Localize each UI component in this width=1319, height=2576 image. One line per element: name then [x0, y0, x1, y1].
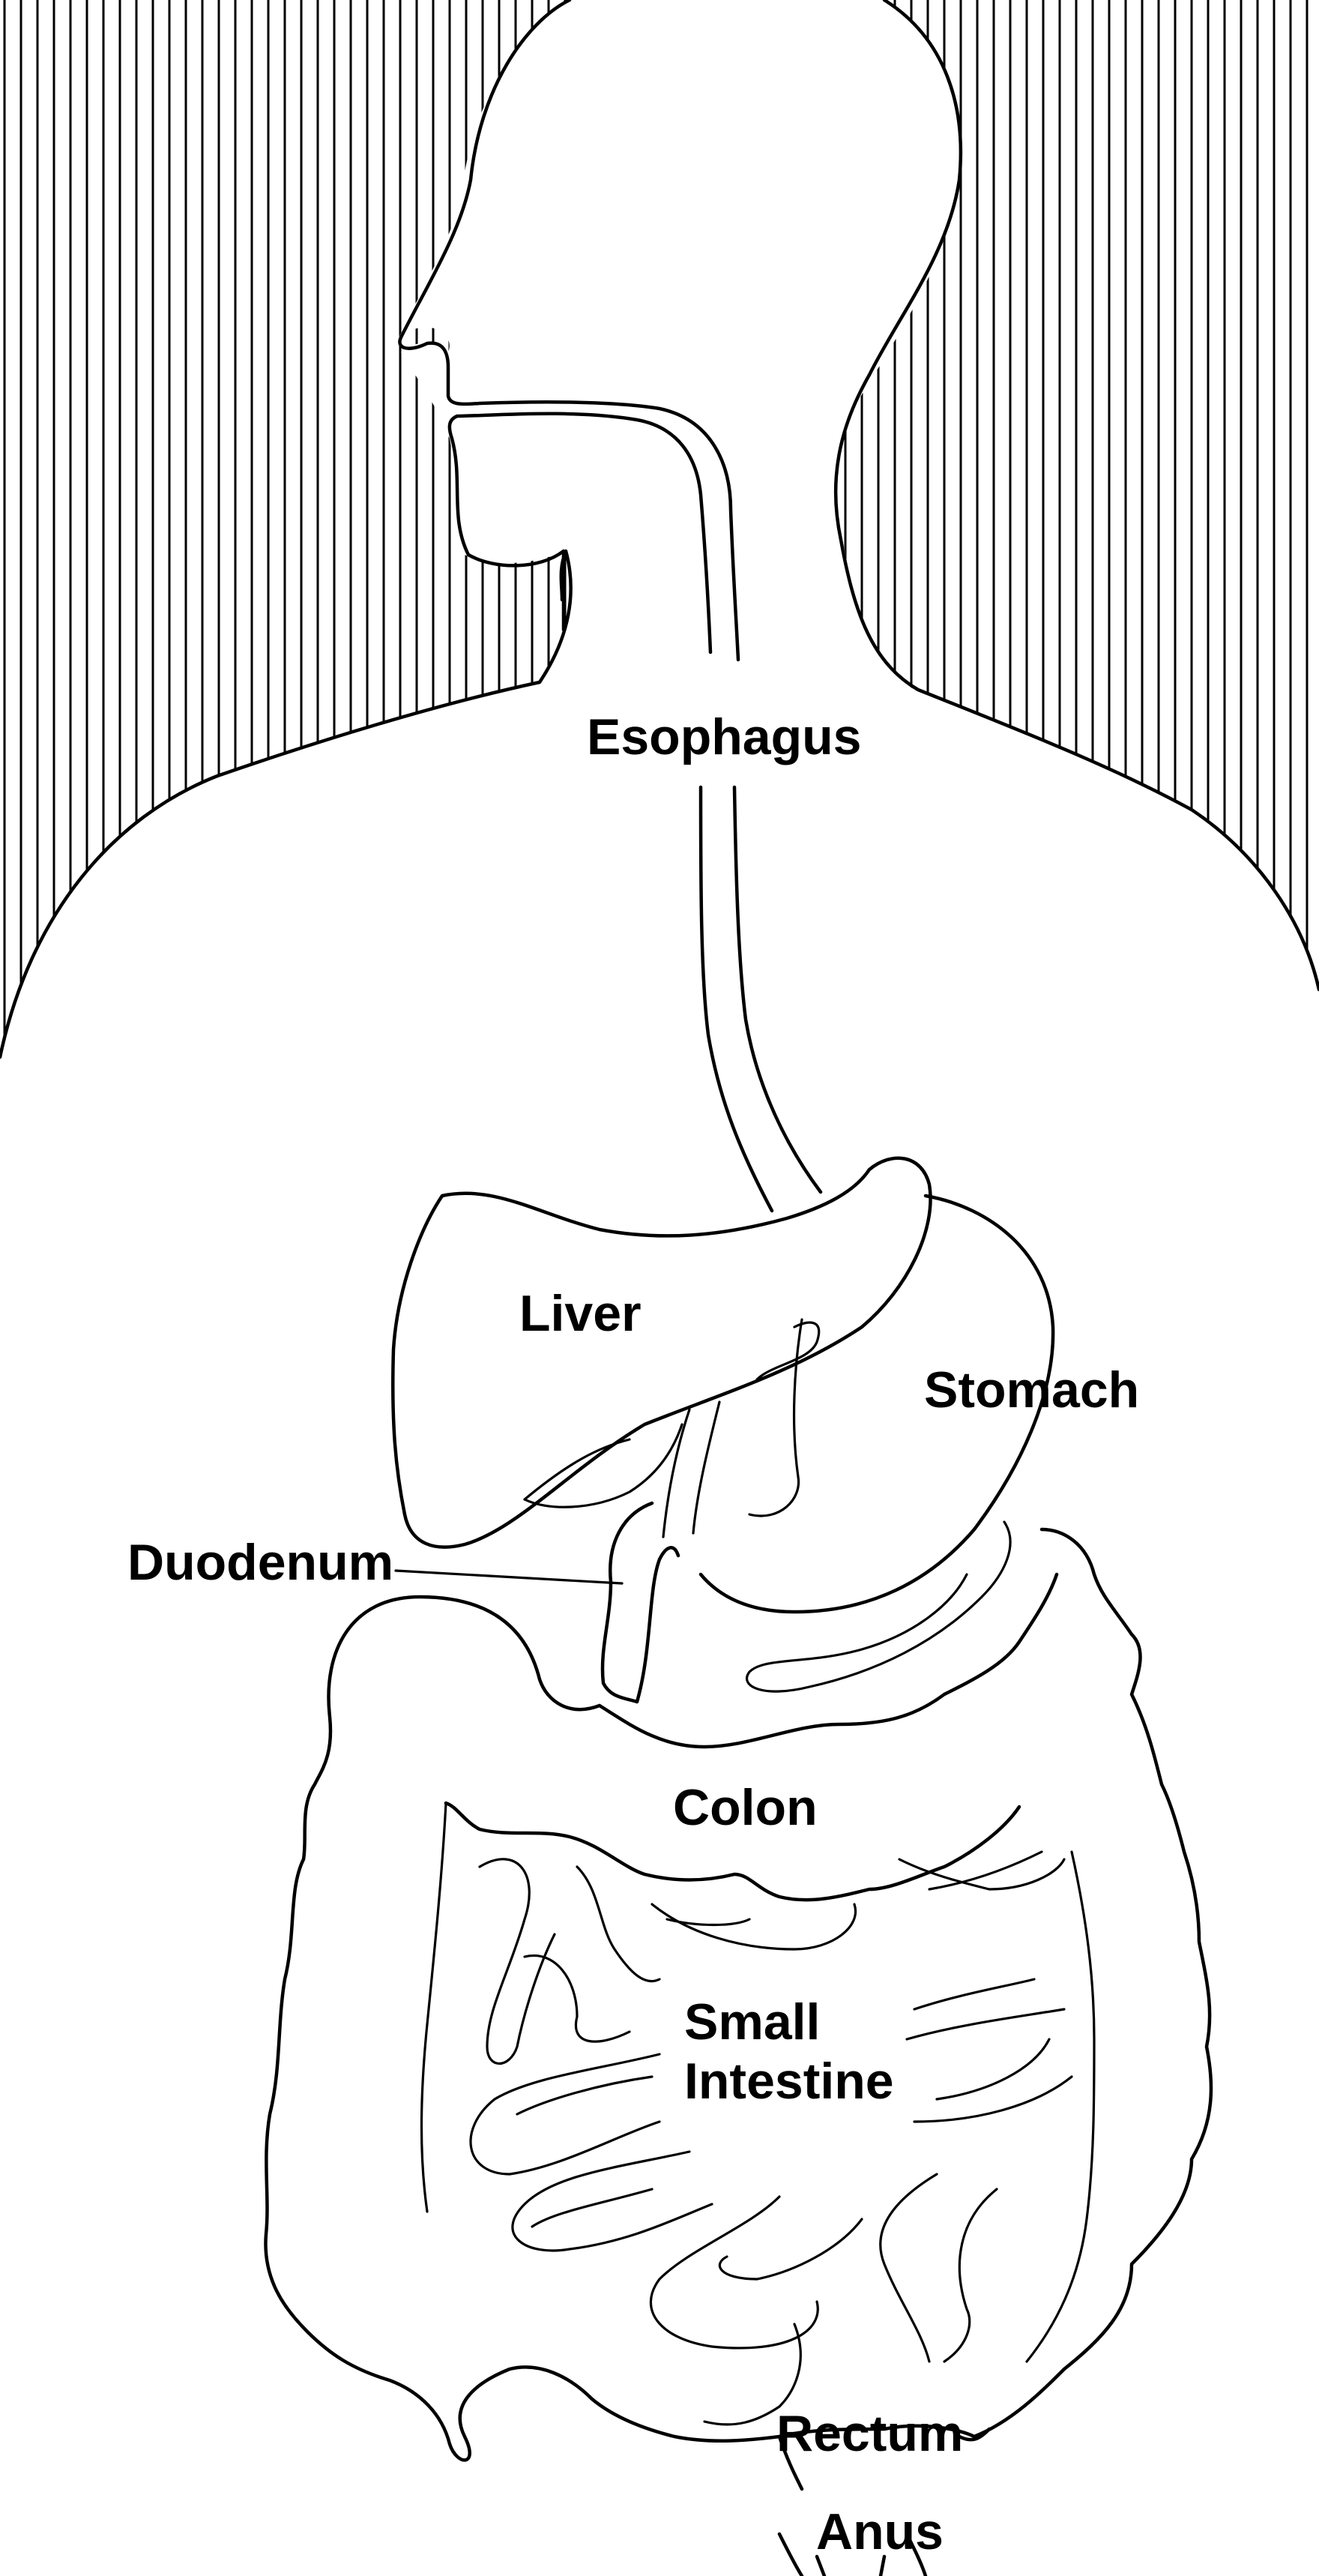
face-outline — [398, 0, 740, 662]
label-small-intestine-line2: Intestine — [684, 2053, 894, 2110]
liver-lobe-line — [523, 1438, 631, 1501]
label-colon: Colon — [673, 1779, 818, 1836]
colon-outline — [264, 1595, 977, 2462]
label-duodenum: Duodenum — [127, 1534, 393, 1591]
stomach-shape — [698, 1194, 1055, 1614]
rectum-shape — [777, 2427, 991, 2491]
bile-duct — [662, 1400, 721, 1538]
back-of-head-outline — [833, 0, 1319, 992]
label-anus: Anus — [816, 2503, 944, 2560]
colon-inner-right-wall — [1025, 1850, 1096, 2363]
label-esophagus: Esophagus — [587, 708, 862, 765]
duodenum-leader-line — [394, 1569, 624, 1585]
transverse-colon — [597, 1572, 1059, 1749]
esophagus-label-bg — [583, 705, 868, 772]
label-stomach: Stomach — [924, 1361, 1139, 1418]
pancreas — [745, 1520, 1012, 1693]
colon-right-side — [972, 1527, 1213, 2439]
esophagus-tube-right — [732, 785, 823, 1194]
liver-lower-lobe — [523, 1423, 683, 1508]
body-outline — [0, 549, 573, 1059]
colon-inner-left-wall — [420, 1802, 447, 2213]
gallbladder — [755, 1321, 821, 1381]
small-intestine-coils — [469, 1850, 1073, 2426]
jaw-outline — [447, 412, 713, 654]
stomach-inner — [748, 1318, 803, 1517]
label-liver: Liver — [519, 1285, 642, 1342]
liver-shape — [391, 1156, 932, 1549]
esophagus-tube-left — [698, 785, 774, 1213]
label-small-intestine-line1: Small — [684, 1993, 820, 2050]
anus-shape — [777, 2532, 928, 2576]
duodenum-shape — [600, 1501, 680, 1704]
label-rectum: Rectum — [776, 2405, 963, 2462]
